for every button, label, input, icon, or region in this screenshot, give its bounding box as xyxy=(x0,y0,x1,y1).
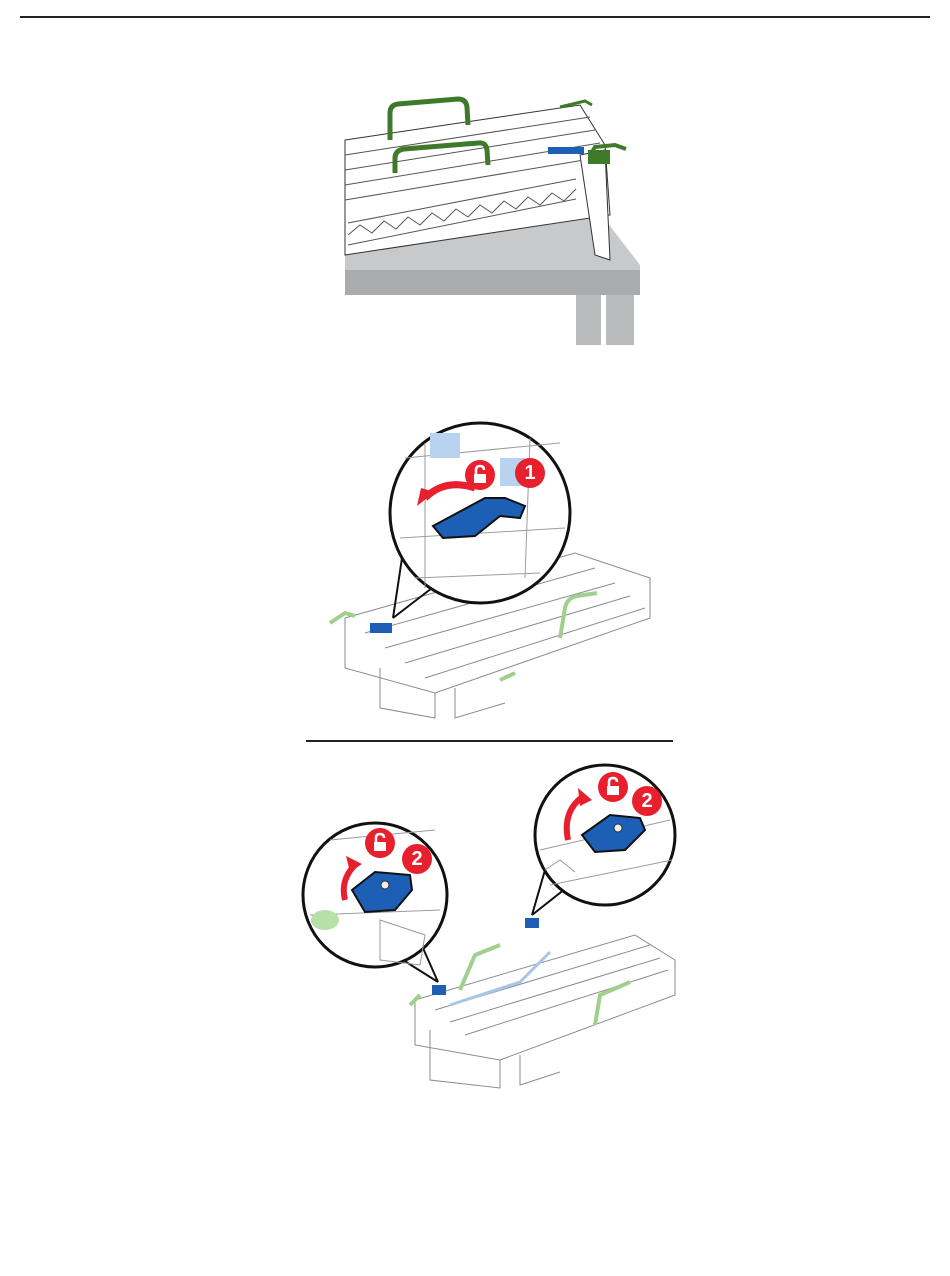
figure-unlock-both-side-locks: 2 2 xyxy=(300,760,680,1095)
unlock-icon xyxy=(598,772,628,802)
step-badge-right: 2 xyxy=(632,786,662,816)
figure-imaging-kit-on-table xyxy=(340,95,640,345)
step-badge: 1 xyxy=(515,458,545,488)
section-divider xyxy=(306,740,673,742)
imaging-unit-side-locks-illustration xyxy=(300,760,680,1095)
figure-unlock-black-cartridge-lever: 1 xyxy=(325,418,660,723)
header-rule xyxy=(20,16,930,18)
imaging-unit-on-table-illustration xyxy=(340,95,640,345)
step-badge-left: 2 xyxy=(402,844,432,874)
unlock-icon xyxy=(465,460,495,490)
unlock-icon xyxy=(365,828,395,858)
